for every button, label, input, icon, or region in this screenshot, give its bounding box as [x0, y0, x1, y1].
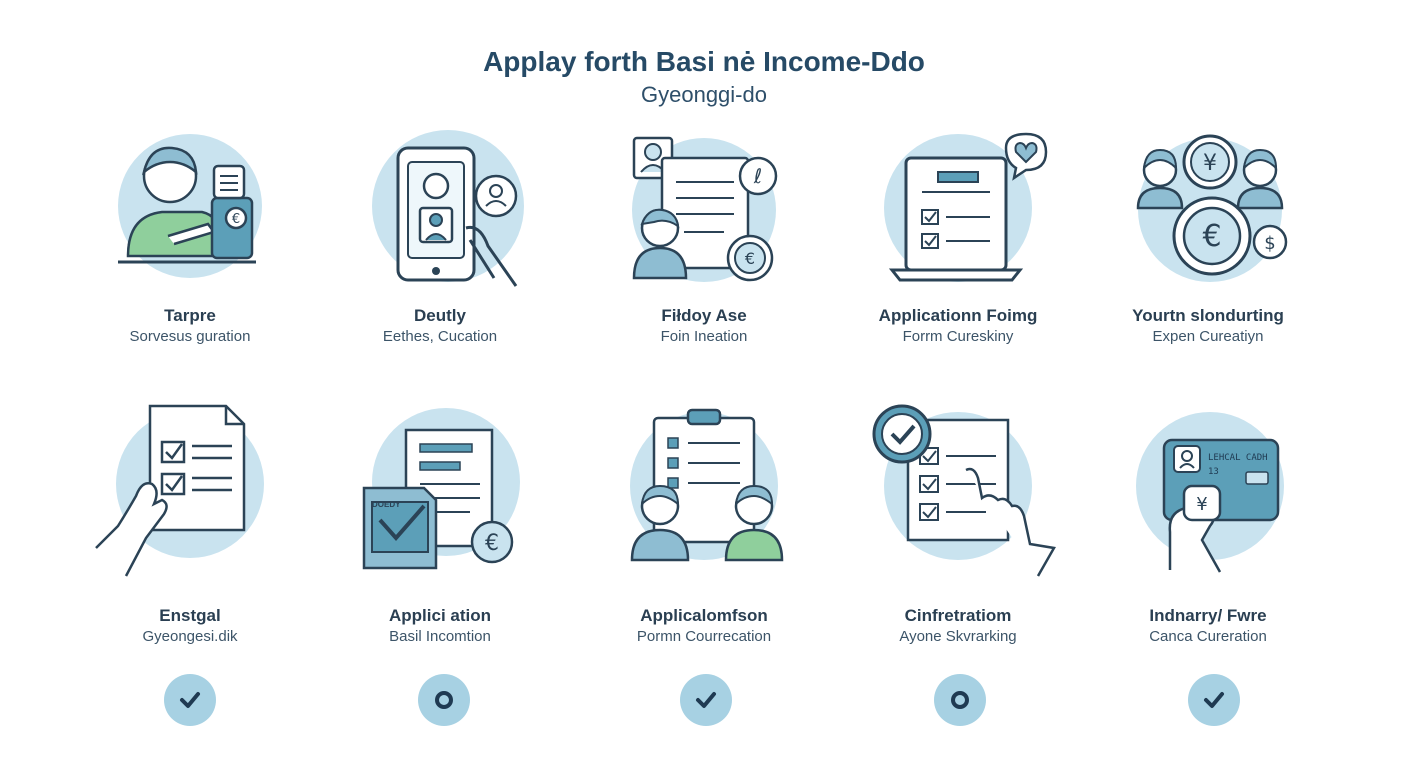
- step-2-sublabel: Eethes, Cucation: [382, 328, 498, 345]
- checklist-tap-icon: [872, 404, 1056, 577]
- step-10-label: Indnarry/ Fwre: [1149, 606, 1267, 625]
- svg-text:ℓ: ℓ: [753, 164, 762, 188]
- check-icon: [180, 692, 200, 708]
- svg-text:$: $: [1264, 233, 1275, 254]
- step-4-label: Applicationn Foimg: [878, 306, 1038, 325]
- step-card-8: Applicalomfson Pormn Courrecation: [604, 400, 804, 680]
- svg-text:€: €: [485, 531, 499, 556]
- hand-card-icon: ¥: [1136, 412, 1284, 573]
- clipboard-people-icon: [630, 408, 784, 562]
- step-1-sublabel: Sorvesus guration: [129, 328, 251, 345]
- svg-text:¥: ¥: [1203, 151, 1217, 176]
- step-1-label: Tarpre: [164, 306, 216, 325]
- step-card-7: € Applici ation Basil Incomtion DOEDY: [340, 400, 540, 680]
- step-9-sublabel: Ayone Skvrarking: [899, 628, 1017, 645]
- person-laptop-icon: €: [118, 134, 262, 278]
- step-9-label: Cinfretratiom: [904, 606, 1012, 625]
- svg-text:€: €: [232, 212, 240, 227]
- step-7-sublabel: Basil Incomtion: [389, 628, 491, 645]
- step-card-1: € Tarpre Sorvesus guration: [90, 128, 290, 408]
- step-6-sublabel: Gyeongesi.dik: [142, 628, 238, 645]
- step-5-sublabel: Expen Cureatiyn: [1152, 328, 1264, 345]
- page-title: Applay forth Basi nė Income-Ddo: [483, 46, 925, 77]
- people-coins-icon: ¥ € $: [1136, 134, 1288, 282]
- step-8-sublabel: Pormn Courrecation: [636, 628, 772, 645]
- page-subtitle: Gyeonggi-do: [641, 82, 767, 107]
- step-card-4: Applicationn Foimg Forrm Cureskiny: [858, 128, 1058, 408]
- status-1-done: [164, 674, 216, 726]
- svg-text:€: €: [1202, 219, 1221, 254]
- step-3-label: Fiłdoy Ase: [661, 306, 747, 325]
- step-10-sublabel: Canca Cureration: [1149, 628, 1267, 645]
- check-icon: [1204, 692, 1224, 708]
- step-3-sublabel: Foin Ineation: [660, 328, 748, 345]
- step-5-label: Yourtn slondurting: [1132, 306, 1284, 325]
- step-card-2: Deutly Eethes, Cucation: [340, 128, 540, 408]
- status-4-pending: [934, 674, 986, 726]
- document-person-icon: ℓ €: [632, 136, 778, 282]
- svg-text:€: €: [745, 249, 755, 268]
- hand-checklist-icon: [95, 404, 264, 577]
- step-8-label: Applicalomfson: [640, 606, 768, 625]
- laptop-form-icon: [884, 132, 1048, 282]
- step-card-6: Enstgal Gyeongesi.dik: [90, 400, 290, 680]
- step-card-3: ℓ € Fiłdoy Ase Foin Ineation: [604, 128, 804, 408]
- step-card-5: ¥ € $ Yourtn slondurting Expen Cureatiyn: [1108, 128, 1308, 408]
- card-title-text: LEHCAL CADH: [1208, 453, 1268, 463]
- step-card-10: ¥ LEHCAL CADH 13 Indnarry/ Fwre Canca Cu…: [1108, 400, 1308, 680]
- step-card-9: Cinfretratiom Ayone Skvrarking: [858, 400, 1058, 680]
- check-icon: [696, 692, 716, 708]
- doc-tag-label: DOEDY: [372, 500, 401, 509]
- step-7-label: Applici ation: [389, 606, 491, 625]
- circle-icon: [435, 691, 453, 709]
- documents-euro-icon: €: [362, 408, 520, 570]
- status-2-pending: [418, 674, 470, 726]
- step-2-label: Deutly: [414, 306, 466, 325]
- step-4-sublabel: Forrm Cureskiny: [902, 328, 1014, 345]
- status-5-done: [1188, 674, 1240, 726]
- card-number-text: 13: [1208, 467, 1219, 477]
- phone-id-icon: [372, 130, 524, 287]
- circle-icon: [951, 691, 969, 709]
- svg-text:¥: ¥: [1196, 494, 1207, 515]
- step-6-label: Enstgal: [159, 606, 221, 625]
- status-3-done: [680, 674, 732, 726]
